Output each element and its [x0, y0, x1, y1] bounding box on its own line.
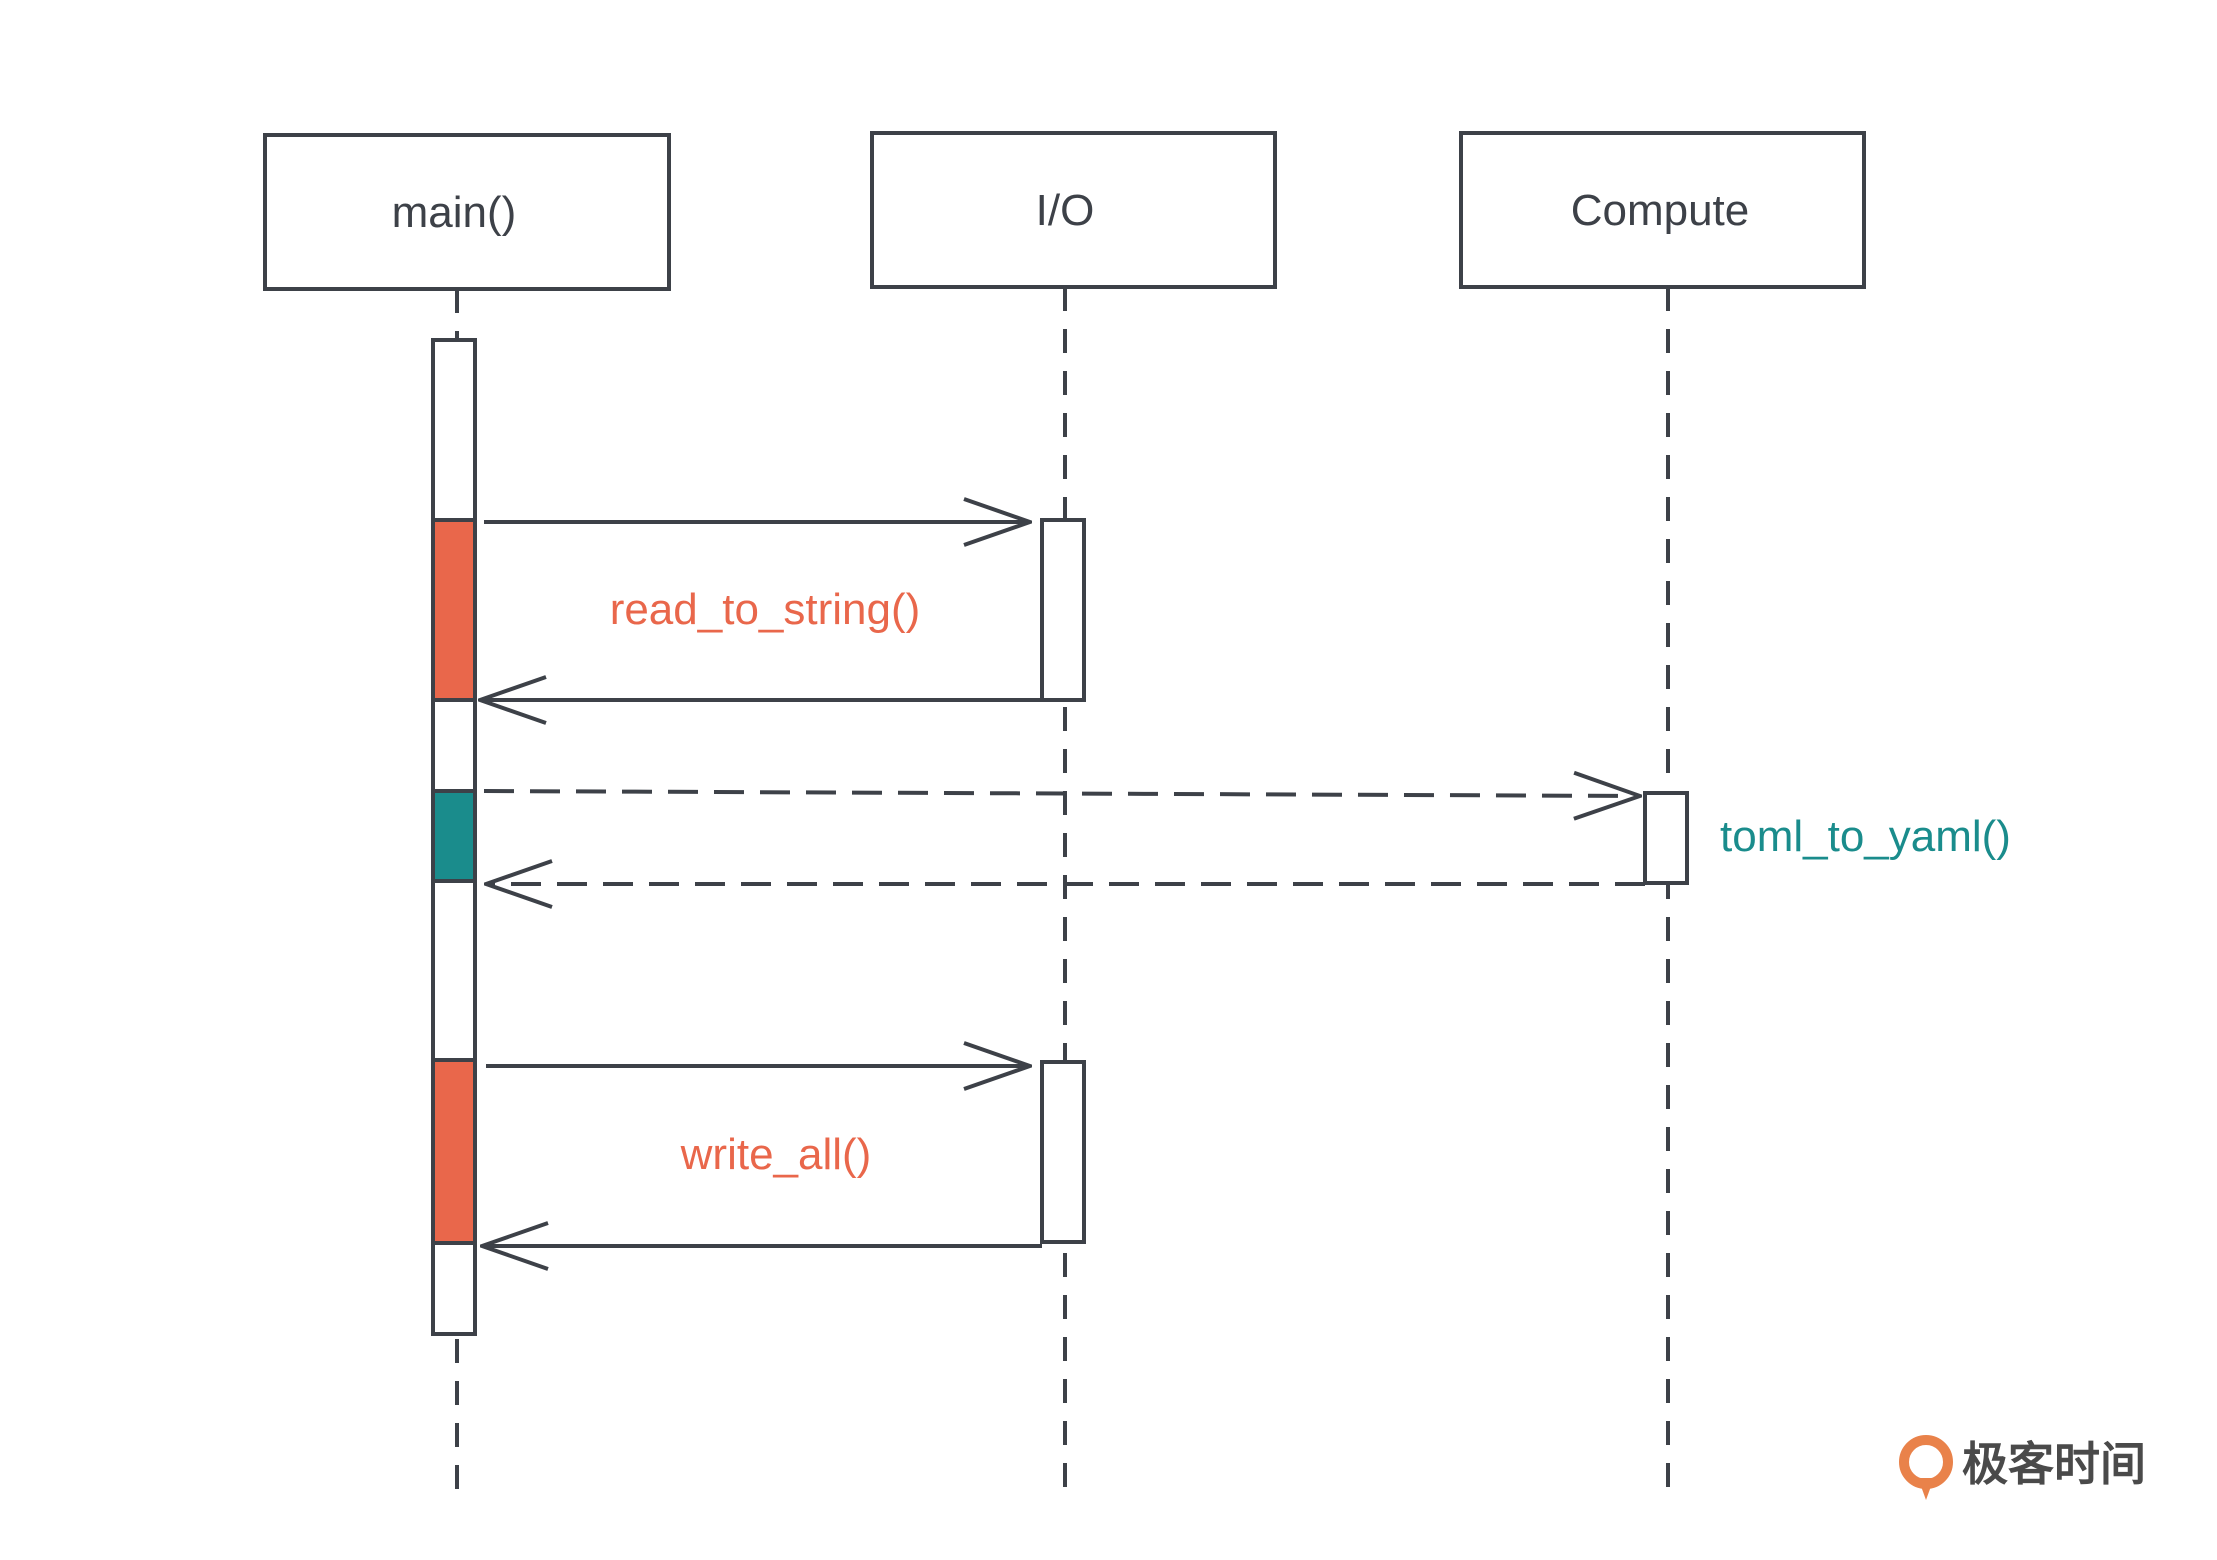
geektime-logo-text: 极客时间: [1962, 1437, 2146, 1491]
participant-main: main(): [263, 133, 671, 291]
geektime-logo: 极客时间: [1899, 1435, 2146, 1500]
activation-main: [431, 338, 477, 1336]
participant-compute-label: Compute: [1571, 186, 1750, 235]
activation-main-read-segment: [431, 518, 477, 702]
geektime-logo-icon: [1899, 1435, 1953, 1500]
participant-io-box: [870, 131, 1277, 289]
activation-compute: [1643, 791, 1689, 885]
participant-main-box: [263, 133, 671, 291]
participant-compute: Compute: [1459, 131, 1866, 289]
activation-main-write-segment: [431, 1058, 477, 1245]
activation-io-read: [1040, 518, 1086, 702]
participant-compute-box: [1459, 131, 1866, 289]
participant-main-label: main(): [392, 188, 517, 237]
activation-io-write: [1040, 1060, 1086, 1244]
message-write-label: write_all(): [680, 1130, 872, 1179]
participant-io-label: I/O: [1036, 186, 1095, 235]
message-compute-label: toml_to_yaml(): [1720, 812, 2011, 861]
activation-main-compute-segment: [431, 789, 477, 883]
message-read-label: read_to_string(): [610, 585, 921, 634]
participant-io: I/O: [870, 131, 1277, 289]
message-compute-call-arrow: [483, 791, 1640, 796]
